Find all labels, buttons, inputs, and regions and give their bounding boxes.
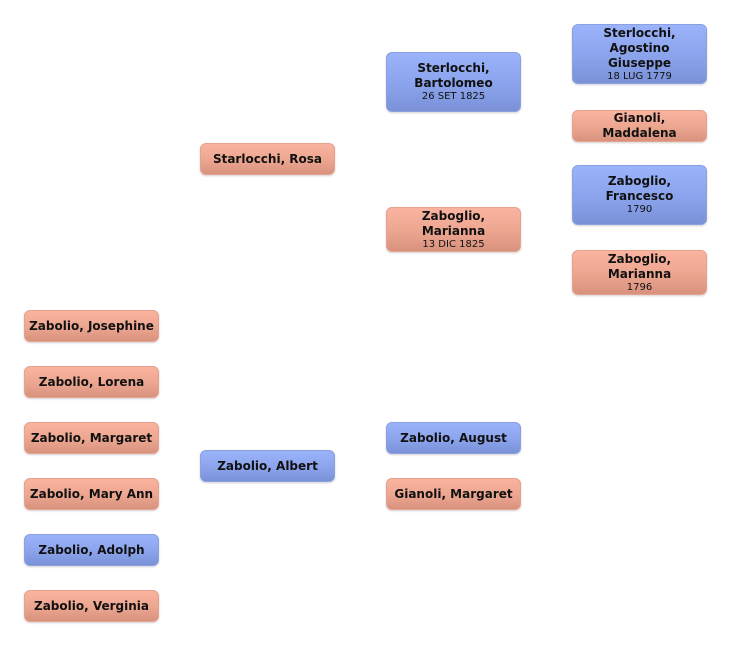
person-card-gianoli-maddalena[interactable]: Gianoli, Maddalena — [572, 110, 707, 142]
person-name-line1: Zaboglio, — [607, 174, 672, 188]
person-name: Zabolio, Lorena — [38, 374, 145, 389]
person-card-zabolio-margaret[interactable]: Zabolio, Margaret — [24, 422, 159, 454]
person-name: Zabolio, Adolph — [38, 542, 145, 557]
person-card-zaboglio-marianna-1825[interactable]: Zaboglio, Marianna 13 DIC 1825 — [386, 207, 521, 252]
person-name: Zabolio, Mary Ann — [29, 486, 154, 501]
person-name: Zabolio, Josephine — [29, 318, 154, 333]
person-name: Zaboglio, Marianna — [421, 208, 486, 238]
person-name: Starlocchi, Rosa — [212, 151, 323, 166]
person-card-zaboglio-francesco[interactable]: Zaboglio, Francesco 1790 — [572, 165, 707, 225]
person-card-zaboglio-marianna-1796[interactable]: Zaboglio, Marianna 1796 — [572, 250, 707, 295]
person-date: 13 DIC 1825 — [422, 238, 485, 250]
person-name: Gianoli, Margaret — [394, 486, 513, 501]
person-name: Gianoli, Maddalena — [602, 111, 677, 140]
person-card-zabolio-verginia[interactable]: Zabolio, Verginia — [24, 590, 159, 622]
person-card-zabolio-josephine[interactable]: Zabolio, Josephine — [24, 310, 159, 342]
person-date: 1790 — [626, 204, 653, 215]
person-name-line1: Sterlocchi, — [417, 61, 490, 75]
person-card-zabolio-mary-ann[interactable]: Zabolio, Mary Ann — [24, 478, 159, 510]
person-date: 1796 — [626, 281, 653, 293]
person-card-sterlocchi-agostino-giuseppe[interactable]: Sterlocchi, Agostino Giuseppe 18 LUG 177… — [572, 24, 707, 84]
person-card-zabolio-albert[interactable]: Zabolio, Albert — [200, 450, 335, 482]
person-date: 26 SET 1825 — [421, 91, 486, 102]
person-name-line1: Sterlocchi, — [603, 25, 676, 40]
person-name-line2: Francesco — [605, 189, 674, 203]
person-card-zabolio-adolph[interactable]: Zabolio, Adolph — [24, 534, 159, 566]
person-card-zabolio-august[interactable]: Zabolio, August — [386, 422, 521, 454]
person-card-gianoli-margaret[interactable]: Gianoli, Margaret — [386, 478, 521, 510]
person-card-starlocchi-rosa[interactable]: Starlocchi, Rosa — [200, 143, 335, 175]
person-name: Zabolio, Albert — [217, 458, 318, 473]
person-name: Zabolio, Verginia — [34, 598, 149, 613]
person-card-sterlocchi-bartolomeo[interactable]: Sterlocchi, Bartolomeo 26 SET 1825 — [386, 52, 521, 112]
person-name: Zabolio, Margaret — [30, 430, 153, 445]
person-name-line2: Agostino Giuseppe — [607, 40, 672, 70]
person-name: Zabolio, August — [400, 430, 507, 445]
person-date: 18 LUG 1779 — [607, 70, 672, 82]
person-card-zabolio-lorena[interactable]: Zabolio, Lorena — [24, 366, 159, 398]
person-name: Zaboglio, Marianna — [607, 251, 672, 281]
person-name-line2: Bartolomeo — [414, 76, 493, 90]
